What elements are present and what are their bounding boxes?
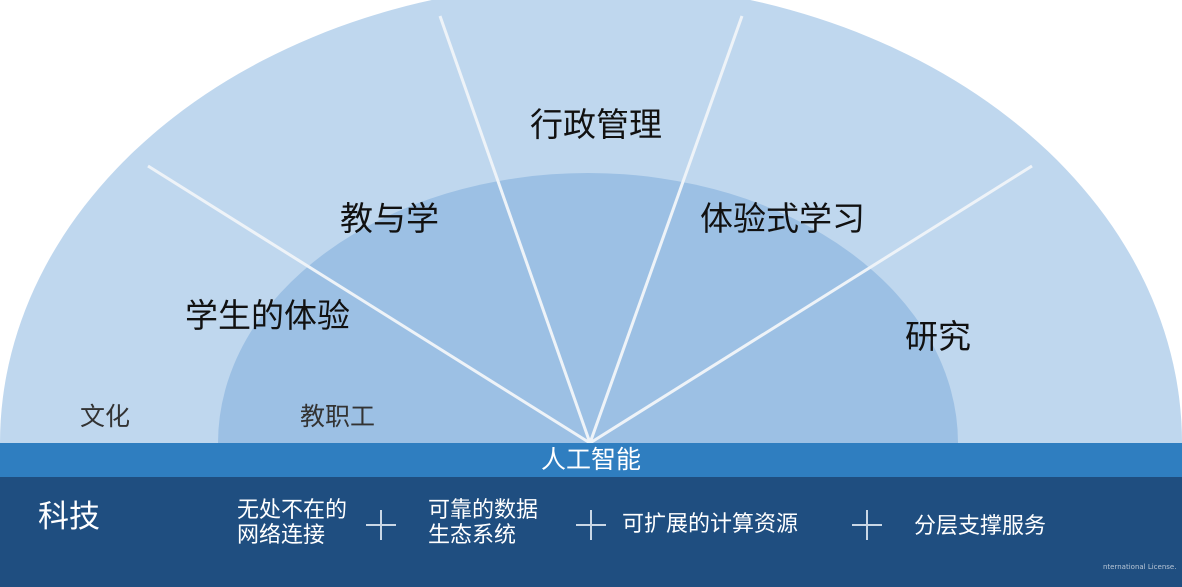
ai-label: 人工智能 bbox=[540, 445, 641, 474]
divider-4 bbox=[589, 164, 1033, 445]
plus-icon bbox=[366, 510, 396, 540]
inner-label-faculty: 教职工 bbox=[300, 402, 376, 431]
segment-label-student-experience: 学生的体验 bbox=[185, 296, 350, 335]
license-note: nternational License. bbox=[1103, 563, 1177, 571]
plus-icon bbox=[852, 510, 882, 540]
tech-item-layered-services: 分层支撑服务 bbox=[914, 514, 1046, 539]
tech-item-data-line2: 生态系统 bbox=[428, 523, 517, 549]
ai-band bbox=[0, 443, 1182, 477]
tech-item-network-line1: 无处不在的 bbox=[237, 498, 348, 523]
segment-label-administration: 行政管理 bbox=[530, 105, 662, 144]
segment-label-research: 研究 bbox=[905, 317, 971, 356]
tech-item-compute: 可扩展的计算资源 bbox=[622, 512, 798, 537]
tech-item-network: 无处不在的 网络连接 bbox=[237, 498, 347, 549]
tech-item-network-line2: 网络连接 bbox=[237, 523, 326, 549]
divider-2 bbox=[438, 15, 592, 444]
tech-item-data-ecosystem: 可靠的数据 生态系统 bbox=[428, 498, 538, 549]
segment-dividers bbox=[147, 15, 1033, 445]
segment-label-teaching-learning: 教与学 bbox=[340, 199, 439, 238]
inner-dome bbox=[218, 173, 958, 443]
segment-label-experiential-learning: 体验式学习 bbox=[700, 199, 865, 238]
divider-3 bbox=[588, 15, 744, 444]
tech-item-compute-line1: 可扩展的计算资源 bbox=[622, 512, 799, 537]
divider-1 bbox=[147, 164, 591, 445]
technology-title: 科技 bbox=[38, 499, 100, 535]
inner-label-culture: 文化 bbox=[80, 402, 131, 431]
plus-icon bbox=[576, 510, 606, 540]
tech-item-services-line1: 分层支撑服务 bbox=[914, 514, 1047, 539]
tech-item-data-line1: 可靠的数据 bbox=[428, 498, 539, 523]
